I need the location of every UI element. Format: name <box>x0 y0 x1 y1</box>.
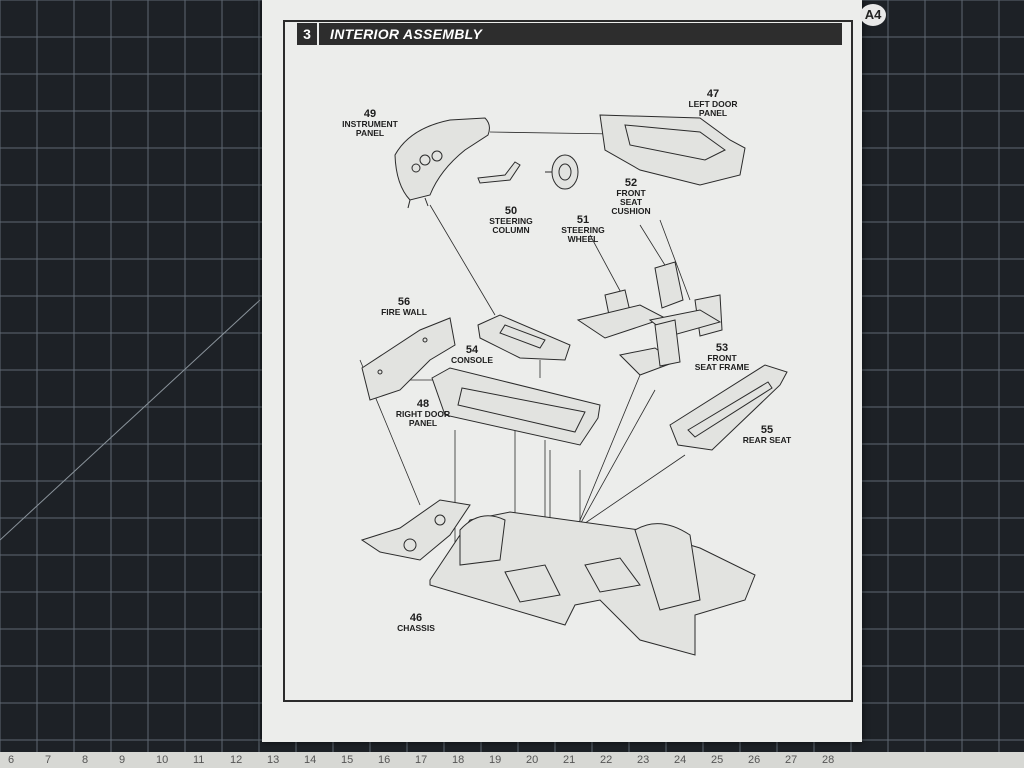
step-number: 3 <box>297 23 319 45</box>
part-name-line1: CHASSIS <box>397 623 435 633</box>
label-steering-column: 50 STEERING COLUMN <box>484 205 538 235</box>
label-rear-seat: 55 REAR SEAT <box>734 424 800 445</box>
mat-ruler: 6 7 8 9 10 11 12 13 14 15 16 17 18 19 20 21 22 23 24 25 26 27… <box>0 752 1024 768</box>
step-title: INTERIOR ASSEMBLY <box>330 26 483 42</box>
part-chassis <box>360 499 756 656</box>
ruler-tick-label: 17 <box>415 754 428 766</box>
label-front-seat-cushion: 52 FRONT SEAT CUSHION <box>606 177 656 216</box>
part-left-door-panel <box>599 114 746 186</box>
page-badge: A4 <box>860 4 886 26</box>
label-console: 54 CONSOLE <box>444 344 500 365</box>
ruler-tick-label: 14 <box>304 754 317 766</box>
label-front-seat-frame: 53 FRONT SEAT FRAME <box>686 342 758 372</box>
part-name-line1: CONSOLE <box>450 355 494 365</box>
sheet-border <box>283 20 853 702</box>
ruler-tick-label: 8 <box>82 754 89 766</box>
part-number: 52 <box>624 177 638 189</box>
part-name-line2: PANEL <box>355 128 385 138</box>
part-front-seat-frame <box>618 319 681 376</box>
label-chassis: 46 CHASSIS <box>388 612 444 633</box>
label-steering-wheel: 51 STEERING WHEEL <box>556 214 610 244</box>
ruler-tick-label: 6 <box>8 754 15 766</box>
part-number: 50 <box>504 205 518 217</box>
ruler-tick-label: 10 <box>156 754 169 766</box>
ruler-tick-label: 15 <box>341 754 354 766</box>
part-name-line2: SEAT FRAME <box>694 362 750 372</box>
part-name-line1: FRONT <box>707 353 737 363</box>
part-name-line1: FIRE WALL <box>381 307 427 317</box>
part-name-line1: STEERING <box>489 216 533 226</box>
ruler-tick-label: 28 <box>822 754 835 766</box>
ruler-tick-label: 18 <box>452 754 465 766</box>
ruler-tick-label: 21 <box>563 754 576 766</box>
part-name-line1: STEERING <box>561 225 605 235</box>
part-name-line2: WHEEL <box>567 234 599 244</box>
part-number: 47 <box>706 88 720 100</box>
label-fire-wall: 56 FIRE WALL <box>372 296 436 317</box>
part-steering-column <box>477 161 521 184</box>
part-number: 51 <box>576 214 590 226</box>
part-fire-wall <box>361 317 456 401</box>
part-rear-seat <box>669 364 788 451</box>
ruler-tick-label: 12 <box>230 754 243 766</box>
label-right-door-panel: 48 RIGHT DOOR PANEL <box>386 398 460 428</box>
ruler-tick-label: 23 <box>637 754 650 766</box>
part-name-line2: SEAT <box>619 197 643 207</box>
part-number: 56 <box>397 296 411 308</box>
ruler-tick-label: 27 <box>785 754 798 766</box>
ruler-tick-label: 20 <box>526 754 539 766</box>
ruler-tick-label: 7 <box>45 754 52 766</box>
mat-angle-line <box>0 299 261 541</box>
part-number: 48 <box>416 398 430 410</box>
part-name-line1: FRONT <box>616 188 646 198</box>
ruler-tick-label: 22 <box>600 754 613 766</box>
part-name-line3: CUSHION <box>611 206 651 216</box>
step-header-bar <box>297 23 842 45</box>
part-name-line2: PANEL <box>408 418 438 428</box>
part-steering-wheel <box>545 154 579 190</box>
part-number: 53 <box>715 342 729 354</box>
ruler-tick-label: 19 <box>489 754 502 766</box>
label-left-door-panel: 47 LEFT DOOR PANEL <box>680 88 746 118</box>
part-number: 55 <box>760 424 774 436</box>
ruler-tick-label: 26 <box>748 754 761 766</box>
part-instrument-panel <box>394 117 490 209</box>
ruler-tick-label: 9 <box>119 754 126 766</box>
part-name-line2: COLUMN <box>492 225 530 235</box>
part-name-line1: INSTRUMENT <box>342 119 398 129</box>
part-right-door-panel <box>431 367 601 446</box>
ruler-tick-label: 11 <box>193 754 205 766</box>
part-name-line1: RIGHT DOOR <box>395 409 451 419</box>
part-number: 49 <box>363 108 377 120</box>
ruler-tick-label: 25 <box>711 754 724 766</box>
ruler-tick-label: 16 <box>378 754 391 766</box>
label-instrument-panel: 49 INSTRUMENT PANEL <box>336 108 404 138</box>
part-number: 46 <box>409 612 423 624</box>
part-number: 54 <box>465 344 479 356</box>
part-name-line1: REAR SEAT <box>742 435 792 445</box>
part-console <box>477 314 571 361</box>
part-name-line1: LEFT DOOR <box>688 99 738 109</box>
ruler-tick-label: 24 <box>674 754 687 766</box>
part-front-seat-cushion <box>576 261 723 339</box>
ruler-tick-label: 13 <box>267 754 280 766</box>
part-name-line2: PANEL <box>698 108 728 118</box>
